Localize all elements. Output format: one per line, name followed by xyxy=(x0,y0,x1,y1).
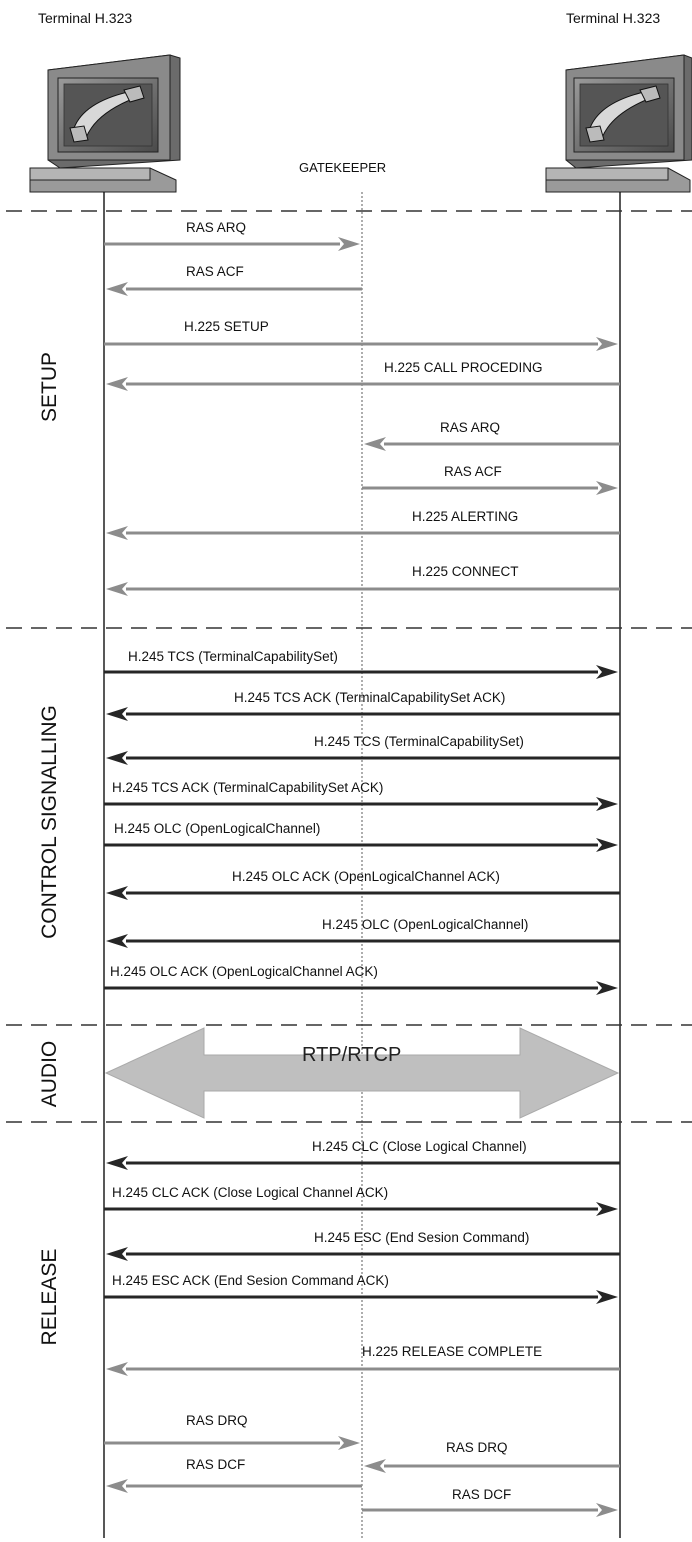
message-arrow-head xyxy=(106,1479,128,1493)
message-arrow-head xyxy=(106,1362,128,1376)
message-label: RAS ACF xyxy=(186,264,244,279)
rtp-rtcp-arrow xyxy=(104,1027,620,1119)
message-arrow-head xyxy=(596,337,618,351)
message-arrow-head xyxy=(106,934,128,948)
terminal-right-icon xyxy=(545,54,692,193)
message-arrow-head xyxy=(338,237,360,251)
message-label: H.245 CLC ACK (Close Logical Channel ACK… xyxy=(112,1185,389,1200)
message-arrow-head xyxy=(106,282,128,296)
message-arrow xyxy=(104,1436,360,1450)
message-arrow xyxy=(106,282,362,296)
message-arrow-head xyxy=(106,886,128,900)
message-label: RAS ACF xyxy=(444,464,502,479)
message-arrow xyxy=(106,707,620,721)
message-arrow-head xyxy=(338,1436,360,1450)
message-arrow-head xyxy=(106,751,128,765)
message-label: H.245 ESC ACK (End Sesion Command ACK) xyxy=(112,1273,389,1288)
gatekeeper-label: GATEKEEPER xyxy=(299,160,387,175)
message-label: H.245 TCS (TerminalCapabilitySet) xyxy=(128,649,338,664)
message-label: H.245 TCS ACK (TerminalCapabilitySet ACK… xyxy=(234,690,506,705)
message-arrow xyxy=(106,1479,362,1493)
message-arrow-head xyxy=(596,1202,618,1216)
message-arrow xyxy=(106,526,620,540)
message-arrow xyxy=(364,437,620,451)
message-arrow xyxy=(104,1290,618,1304)
message-label: RAS ARQ xyxy=(440,420,501,435)
message-arrow-head xyxy=(106,1247,128,1261)
message-label: RAS DRQ xyxy=(186,1413,248,1428)
message-arrow xyxy=(106,934,620,948)
message-arrow xyxy=(104,838,618,852)
message-arrow-head xyxy=(596,1290,618,1304)
message-arrow xyxy=(362,1503,618,1517)
message-arrow xyxy=(364,1459,620,1473)
message-arrow-head xyxy=(364,1459,386,1473)
message-arrow xyxy=(106,751,620,765)
terminal-right-label: Terminal H.323 xyxy=(566,10,661,26)
message-arrow xyxy=(106,1247,620,1261)
message-label: RAS DCF xyxy=(452,1487,512,1502)
section-label-release: RELEASE xyxy=(38,1248,61,1346)
message-label: H.245 OLC (OpenLogicalChannel) xyxy=(322,917,529,932)
message-arrow-head xyxy=(106,526,128,540)
section-label-setup: SETUP xyxy=(38,352,61,423)
message-arrow xyxy=(104,337,618,351)
message-label: H.245 OLC ACK (OpenLogicalChannel ACK) xyxy=(110,964,378,979)
message-arrow xyxy=(104,665,618,679)
message-label: H.245 OLC (OpenLogicalChannel) xyxy=(114,821,321,836)
message-label: H.245 TCS (TerminalCapabilitySet) xyxy=(314,734,524,749)
message-label: RAS ARQ xyxy=(186,220,247,235)
message-arrow-head xyxy=(596,838,618,852)
message-arrow-head xyxy=(106,707,128,721)
message-arrow-head xyxy=(106,582,128,596)
message-label: H.225 CONNECT xyxy=(412,564,519,579)
message-arrow xyxy=(106,1362,620,1376)
message-label: RAS DRQ xyxy=(446,1440,508,1455)
message-arrow xyxy=(106,582,620,596)
message-label: H.225 CALL PROCEDING xyxy=(384,360,543,375)
message-arrow-head xyxy=(596,797,618,811)
message-label: H.245 ESC (End Sesion Command) xyxy=(314,1230,530,1245)
message-arrow-head xyxy=(596,665,618,679)
message-arrow-head xyxy=(596,481,618,495)
message-label: H.225 ALERTING xyxy=(412,509,519,524)
message-label: RAS DCF xyxy=(186,1457,246,1472)
message-arrow xyxy=(104,797,618,811)
message-arrow-head xyxy=(596,1503,618,1517)
message-label: H.225 RELEASE COMPLETE xyxy=(362,1344,543,1359)
message-arrow xyxy=(362,481,618,495)
message-label: H.245 CLC (Close Logical Channel) xyxy=(312,1139,527,1154)
message-arrows xyxy=(104,237,620,1517)
message-arrow xyxy=(106,377,620,391)
terminal-left-label: Terminal H.323 xyxy=(38,10,133,26)
message-arrow-head xyxy=(106,377,128,391)
message-arrow-head xyxy=(364,437,386,451)
message-arrow xyxy=(106,886,620,900)
message-label: H.245 TCS ACK (TerminalCapabilitySet ACK… xyxy=(112,780,384,795)
message-arrow xyxy=(104,237,360,251)
rtp-rtcp-label: RTP/RTCP xyxy=(302,1044,402,1066)
message-arrow xyxy=(104,1202,618,1216)
terminal-left-icon xyxy=(29,54,181,193)
message-arrow-head xyxy=(596,981,618,995)
message-label: H.245 OLC ACK (OpenLogicalChannel ACK) xyxy=(232,869,500,884)
message-arrow xyxy=(104,981,618,995)
message-label: H.225 SETUP xyxy=(184,319,269,334)
message-arrow xyxy=(106,1156,620,1170)
message-arrow-head xyxy=(106,1156,128,1170)
